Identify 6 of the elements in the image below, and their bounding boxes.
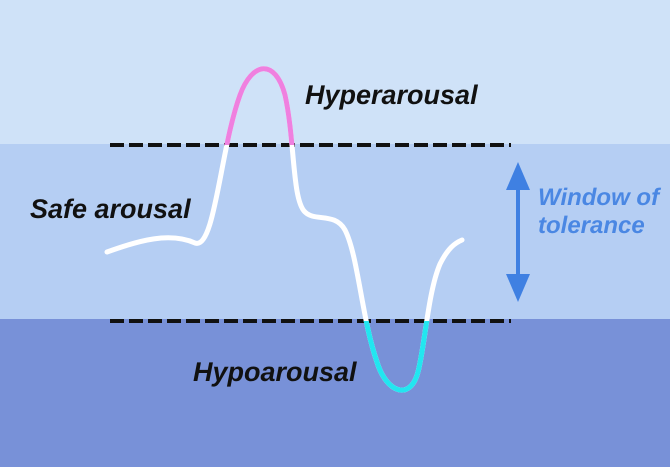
zone-label: Safe arousal xyxy=(30,194,191,226)
zone-label: Hyperarousal xyxy=(305,80,478,112)
zone-band xyxy=(0,319,670,467)
zone-band xyxy=(0,144,670,319)
zone-label: Hypoarousal xyxy=(193,357,357,388)
annotation-label: Window of tolerance xyxy=(538,184,662,240)
